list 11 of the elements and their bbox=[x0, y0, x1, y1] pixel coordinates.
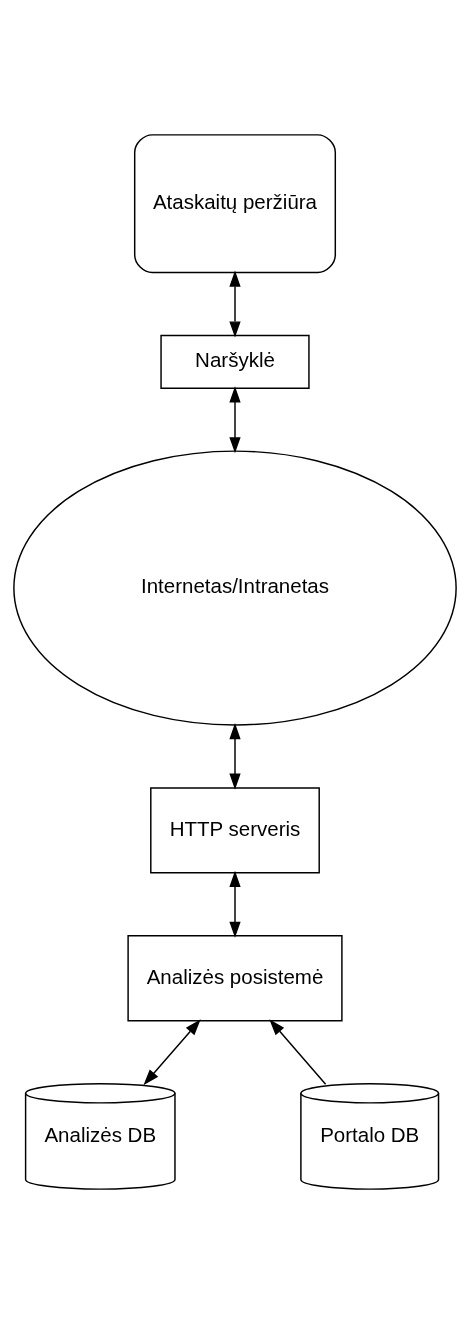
arrow bbox=[229, 270, 241, 338]
node-box: HTTP serveris bbox=[150, 787, 320, 874]
node-ellipse: Internetas/Intranetas bbox=[13, 450, 457, 726]
node-box: Naršyklė bbox=[160, 334, 310, 389]
arrow bbox=[229, 386, 241, 454]
arrow bbox=[229, 870, 241, 938]
node-box: Analizės posistemė bbox=[127, 935, 343, 1022]
arrow bbox=[269, 1019, 327, 1085]
node-box: Ataskaitų peržiūra bbox=[133, 134, 337, 274]
arrow bbox=[229, 723, 241, 790]
arrow bbox=[143, 1019, 201, 1086]
